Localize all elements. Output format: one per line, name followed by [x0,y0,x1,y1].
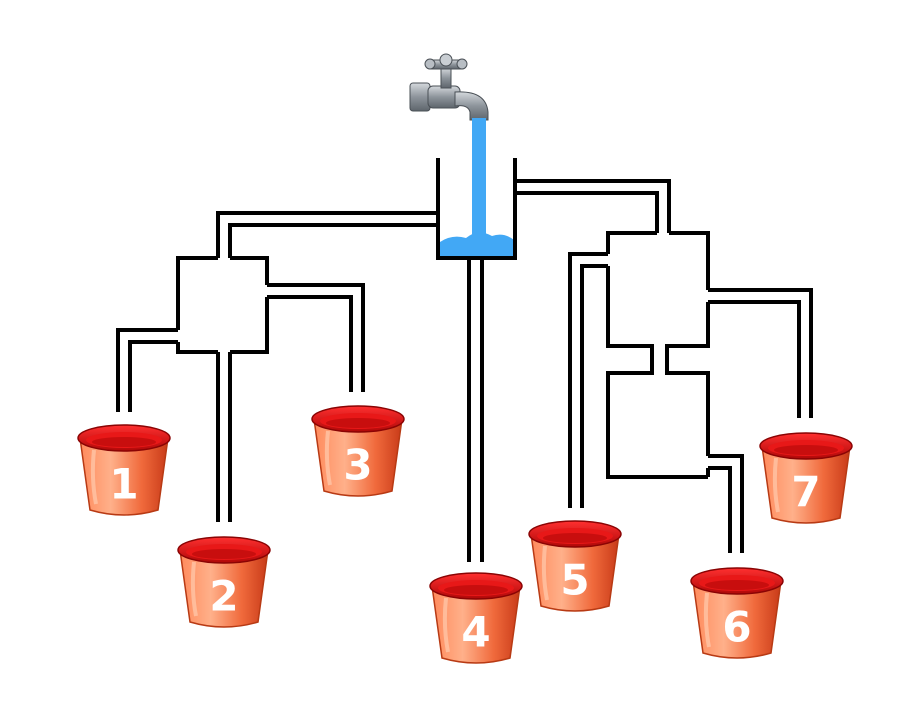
bucket-label: 1 [109,460,138,509]
bucket-label: 4 [461,608,490,657]
bucket-4[interactable]: 4 [428,571,524,665]
faucet-icon [409,53,489,121]
bucket-label: 5 [560,556,589,605]
bucket-label: 2 [209,572,238,621]
bucket-label: 7 [791,468,820,517]
bucket-label: 3 [343,441,372,490]
pipe-network [116,158,813,562]
bucket-7[interactable]: 7 [758,431,854,525]
bucket-6[interactable]: 6 [689,566,785,660]
bucket-label: 6 [722,603,751,652]
water-stream [472,118,486,238]
bucket-3[interactable]: 3 [310,404,406,498]
water-basin [440,232,514,258]
bucket-1[interactable]: 1 [76,423,172,517]
bucket-5[interactable]: 5 [527,519,623,613]
bucket-2[interactable]: 2 [176,535,272,629]
